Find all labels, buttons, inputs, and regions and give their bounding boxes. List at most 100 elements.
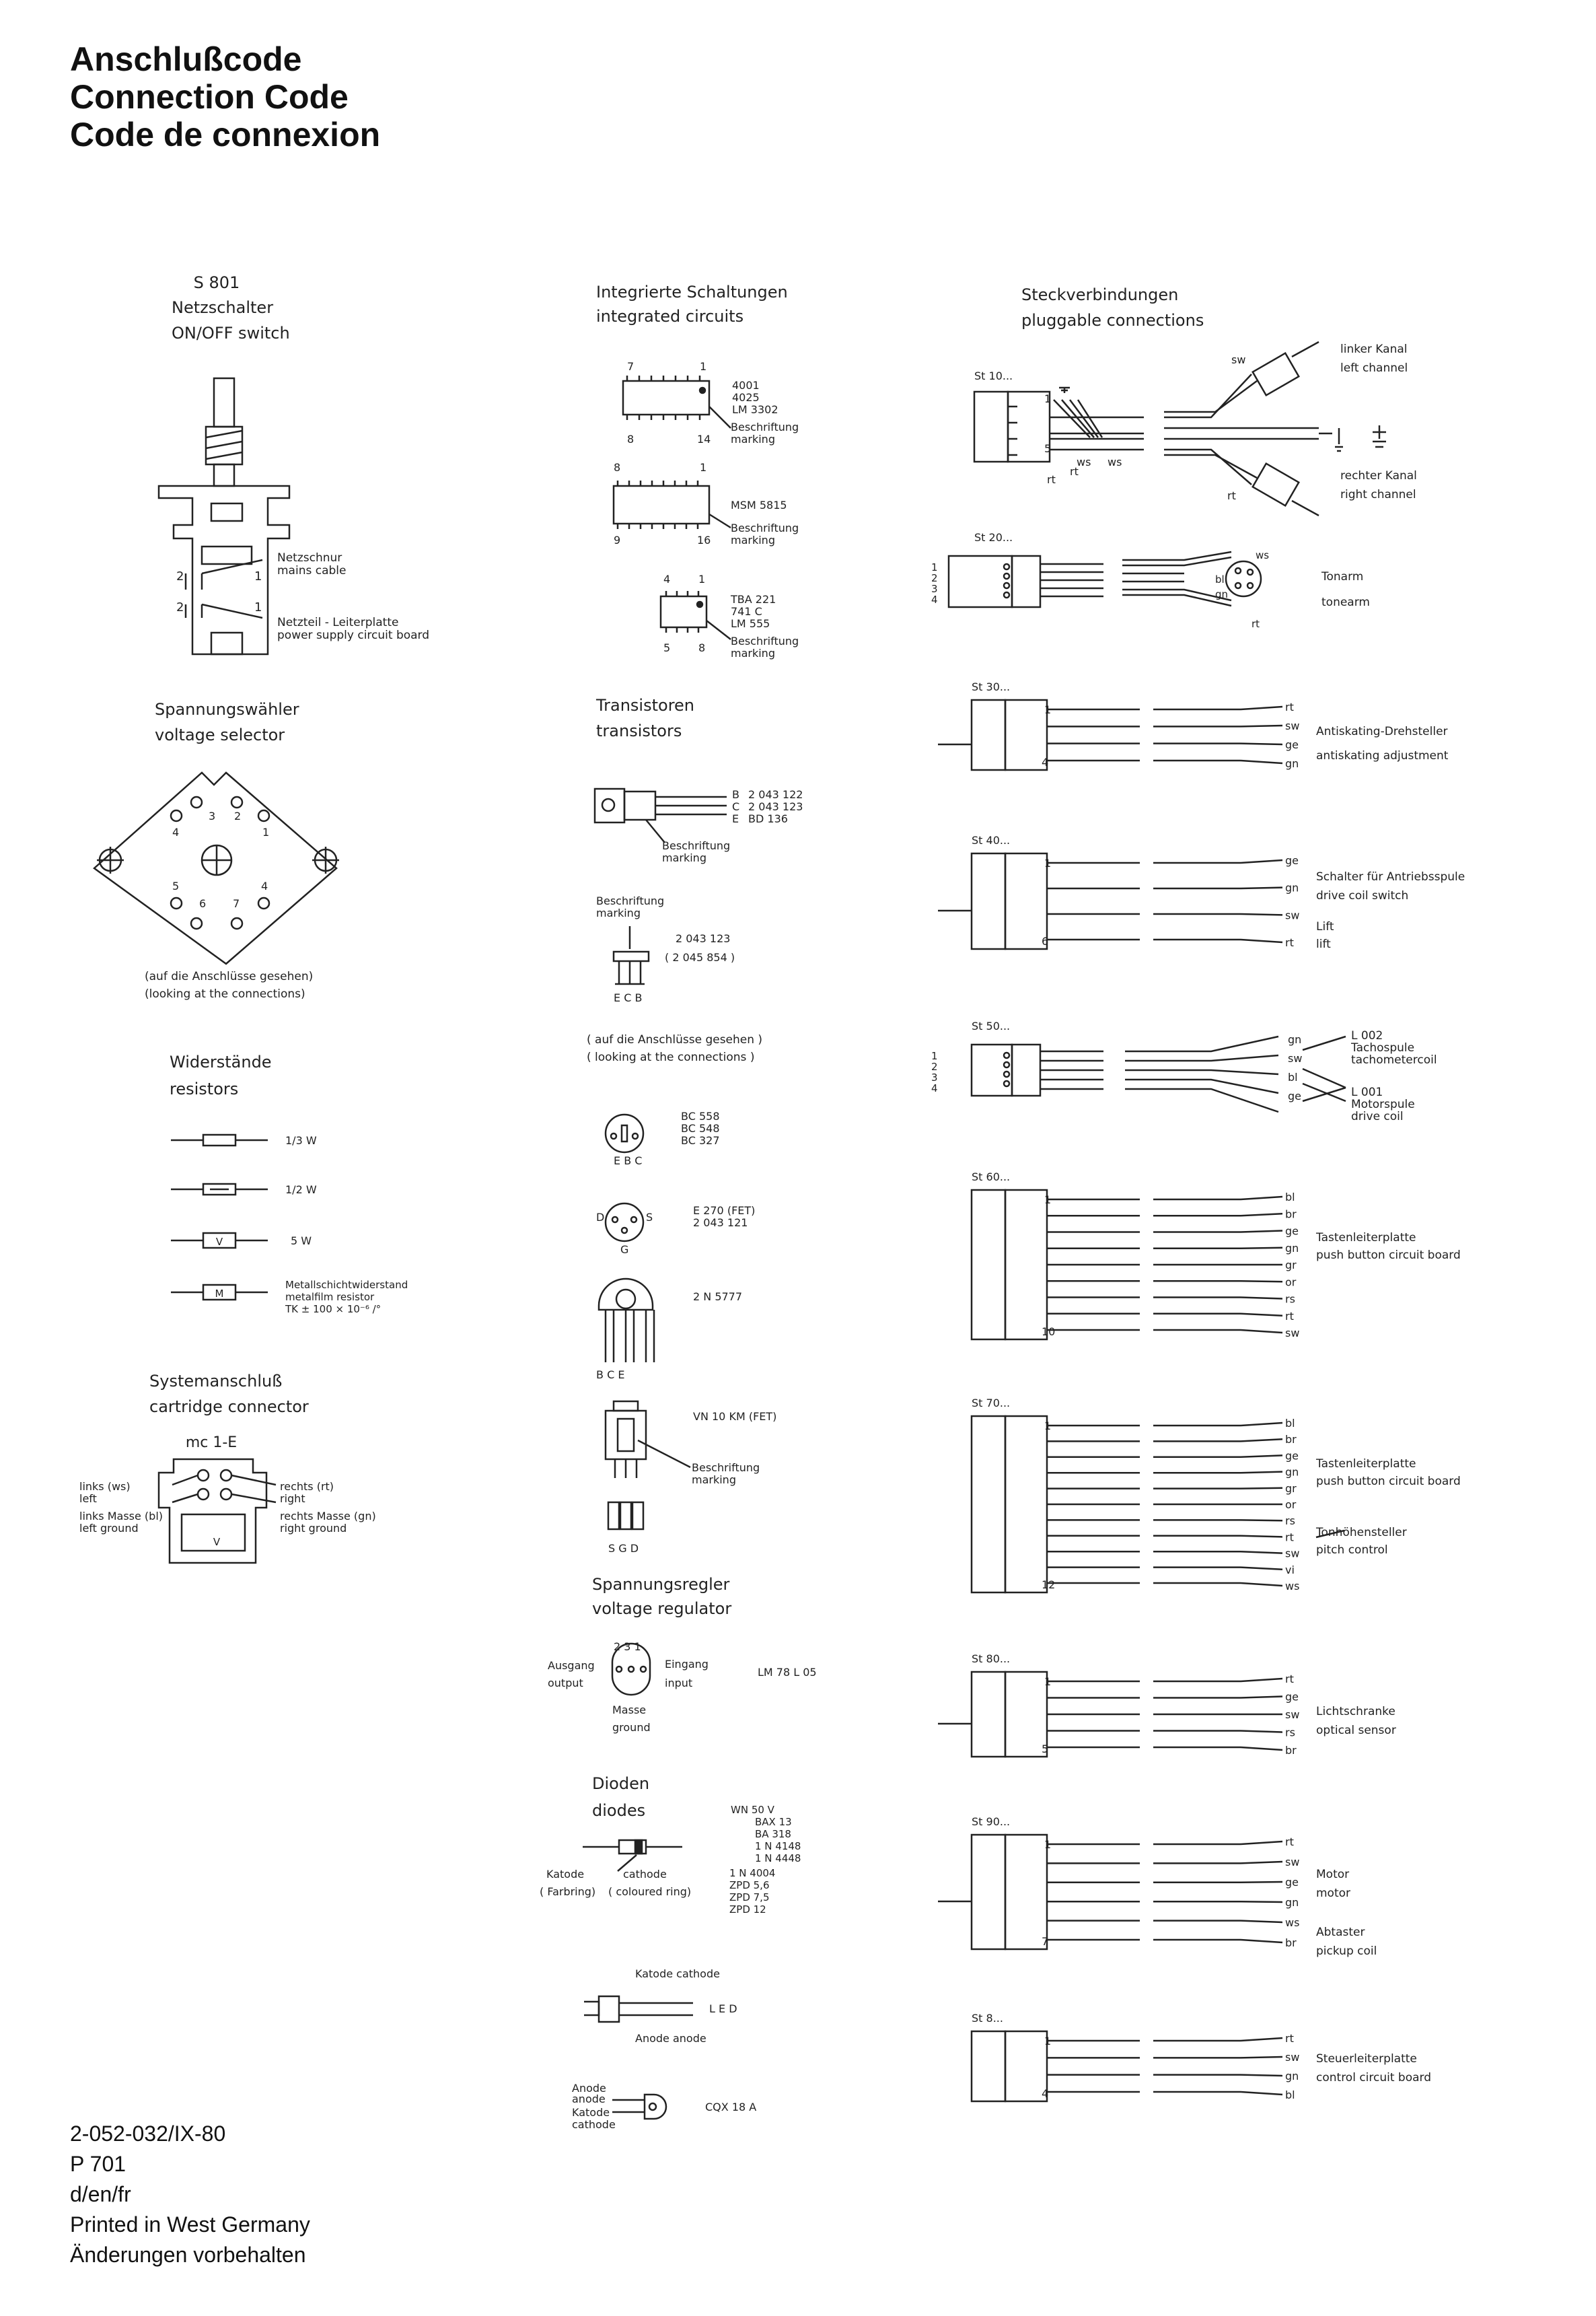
st90-label-de2: Abtaster (1316, 1926, 1365, 1939)
st30-wire-rt: rt (1285, 701, 1294, 713)
diode-body (618, 1839, 647, 1855)
resistor-5w (202, 1232, 237, 1249)
st20-pin2: 2 (931, 572, 938, 584)
st80-wire-rt: rt (1285, 1673, 1294, 1685)
diode-katode: Katode (546, 1868, 584, 1881)
st80-wire-sw: sw (1285, 1708, 1299, 1721)
plug-st70: St 70...112blbrgegngrorrsrtswviwsTastenl… (970, 1397, 1461, 1594)
st80-pin-last: 5 (1042, 1743, 1048, 1755)
st30-wire-sw: sw (1285, 720, 1299, 732)
footer-changes: Änderungen vorbehalten (70, 2243, 306, 2267)
st40-label-de1: Schalter für Antriebsspule (1316, 870, 1465, 884)
cartridge-model: mc 1-E (186, 1434, 237, 1451)
sel-pin-4b: 4 (261, 880, 268, 892)
t1-type-1: 2 043 122 (748, 788, 803, 801)
st70-name: St 70... (972, 1397, 1010, 1409)
cartridge-body (157, 1458, 268, 1564)
ic1-type-2: 4025 (732, 391, 760, 404)
st10-rt3: rt (1227, 489, 1236, 502)
footer: 2-052-032/IX-80 P 701 d/en/fr Printed in… (70, 2119, 310, 2270)
st40-wire-sw: sw (1285, 909, 1299, 921)
st60-name: St 60... (972, 1170, 1010, 1183)
resistor-2-label: 1/2 W (285, 1183, 317, 1196)
ic3-pin-br: 8 (698, 641, 705, 654)
regulator-type: LM 78 L 05 (758, 1666, 817, 1679)
st50-l002-de: Tachospule (1350, 1041, 1414, 1055)
st30-name: St 30... (972, 680, 1010, 693)
ic2-pin-br: 16 (697, 534, 711, 547)
t1-pin-c: C (732, 800, 739, 813)
ic3-marking-de: Beschriftung (731, 635, 799, 647)
sel-pin-2: 2 (234, 810, 241, 822)
st60-wire-gn: gn (1285, 1242, 1299, 1255)
regulator-out-en: output (548, 1677, 583, 1689)
t2-marking-en: marking (596, 907, 641, 919)
st20-name: St 20... (974, 531, 1013, 544)
st70-pitch-pointer (1315, 1529, 1345, 1539)
transistor-t2 (612, 950, 650, 962)
diode-type-7: ZPD 5,6 (729, 1879, 770, 1891)
t6-type: VN 10 KM (FET) (693, 1410, 776, 1423)
cartridge-lg-en: left ground (79, 1522, 139, 1535)
st70-wire-ws: ws (1285, 1580, 1299, 1592)
st10-pin5: 5 (1044, 442, 1051, 455)
switch-board-de: Netzteil - Leiterplatte (277, 616, 398, 629)
footer-doc-number: 2-052-032/IX-80 (70, 2121, 226, 2146)
st90-wire-gn: gn (1285, 1896, 1299, 1909)
cartridge-v: V (213, 1536, 221, 1548)
t4-type-2: 2 043 121 (693, 1216, 748, 1229)
sel-pin-7: 7 (233, 897, 240, 910)
resistors-title-de: Widerstände (170, 1053, 272, 1072)
st40-name: St 40... (972, 834, 1010, 847)
st40-wire-ge: ge (1285, 854, 1299, 867)
ic-8pin (659, 595, 708, 629)
rca-right (1252, 462, 1300, 507)
led-label: L E D (709, 2002, 737, 2015)
st30-label-de: Antiskating-Drehsteller (1316, 725, 1448, 738)
diode-type-6: 1 N 4004 (729, 1867, 775, 1879)
t2-type-2: ( 2 045 854 ) (665, 951, 735, 964)
resistor-1-3w (202, 1133, 237, 1147)
st8-wire-gn: gn (1285, 2070, 1299, 2082)
ic1-pin-bl: 8 (627, 433, 634, 446)
t1-type-2: 2 043 123 (748, 800, 803, 813)
st10-ws1: ws (1077, 456, 1091, 468)
cqx-body (643, 2093, 667, 2120)
cartridge-title-en: cartridge connector (149, 1397, 309, 1416)
ic3-type-2: 741 C (731, 605, 762, 618)
st80-label-de: Lichtschranke (1316, 1705, 1395, 1718)
diodes-title-en: diodes (592, 1801, 645, 1820)
st60-wire-rt: rt (1285, 1310, 1294, 1323)
st30-wire-ge: ge (1285, 738, 1299, 751)
sel-pin-4: 4 (172, 826, 179, 839)
t3-type-1: BC 558 (681, 1110, 720, 1123)
plugs-section: Steckverbindungen pluggable connections (1021, 285, 1204, 330)
switch-drawing (157, 377, 291, 656)
ic-16pin (612, 485, 711, 525)
switch-pin-2b: 2 (176, 600, 184, 615)
switch-cable-en: mains cable (277, 564, 346, 577)
plug-st20: St 20... 1 2 3 4 bl gn ws rt Tonarm tone… (931, 531, 1370, 630)
sel-note-de: (auf die Anschlüsse gesehen) (145, 970, 313, 983)
regulator-gnd-de: Masse (612, 1704, 646, 1716)
st50-name: St 50... (972, 1020, 1010, 1032)
switch-board-en: power supply circuit board (277, 629, 429, 642)
st60-wire-ge: ge (1285, 1225, 1299, 1238)
st50-pin-2: 3 (931, 1072, 938, 1084)
t4-d: D (596, 1211, 604, 1224)
t4-type-1: E 270 (FET) (693, 1204, 755, 1217)
transistors-section: Transistoren transistors B C E 2 043 122… (587, 696, 803, 1555)
st60-label-de: Tastenleiterplatte (1315, 1231, 1416, 1244)
regulator-body (611, 1642, 651, 1696)
ic-section: Integrierte Schaltungen integrated circu… (596, 283, 799, 660)
cartridge-left-de: links (ws) (79, 1480, 131, 1493)
switch-pin-2a: 2 (176, 569, 184, 584)
st80-label-en: optical sensor (1316, 1724, 1396, 1737)
sel-pin-5: 5 (172, 880, 179, 892)
diodes-title-de: Dioden (592, 1774, 649, 1793)
plug-st10: St 10... 1 5 ws ws rt rt sw rt linker Ka… (973, 341, 1417, 517)
switch-section: S 801 Netzschalter ON/OFF switch 2 1 2 1… (157, 273, 429, 656)
